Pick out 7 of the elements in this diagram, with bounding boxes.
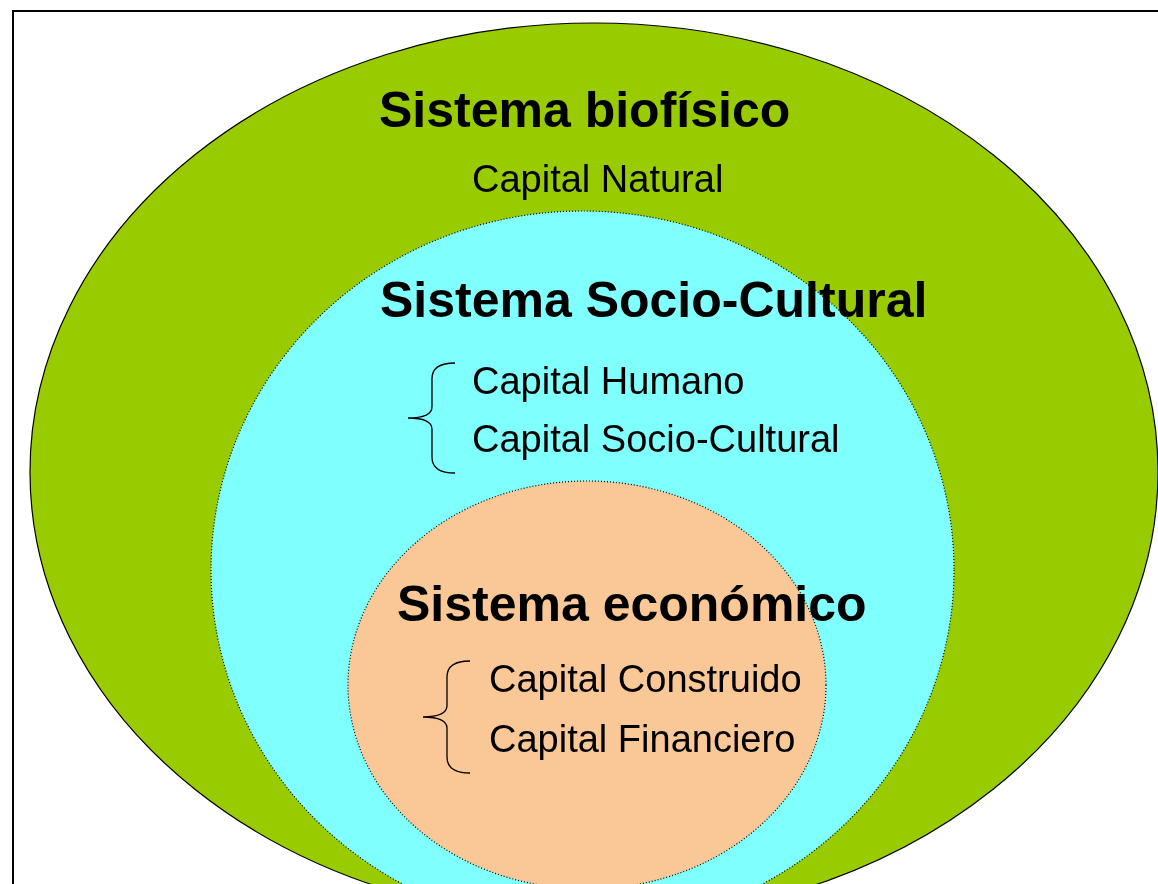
system-heading: Sistema económico [397, 576, 867, 634]
system-heading: Sistema biofísico [379, 82, 791, 140]
capital-label: Capital Construido [489, 658, 802, 702]
capital-label: Capital Natural [472, 158, 724, 202]
capital-label: Capital Socio-Cultural [472, 418, 840, 462]
capital-label: Capital Humano [472, 360, 745, 404]
capital-label: Capital Financiero [489, 718, 796, 762]
